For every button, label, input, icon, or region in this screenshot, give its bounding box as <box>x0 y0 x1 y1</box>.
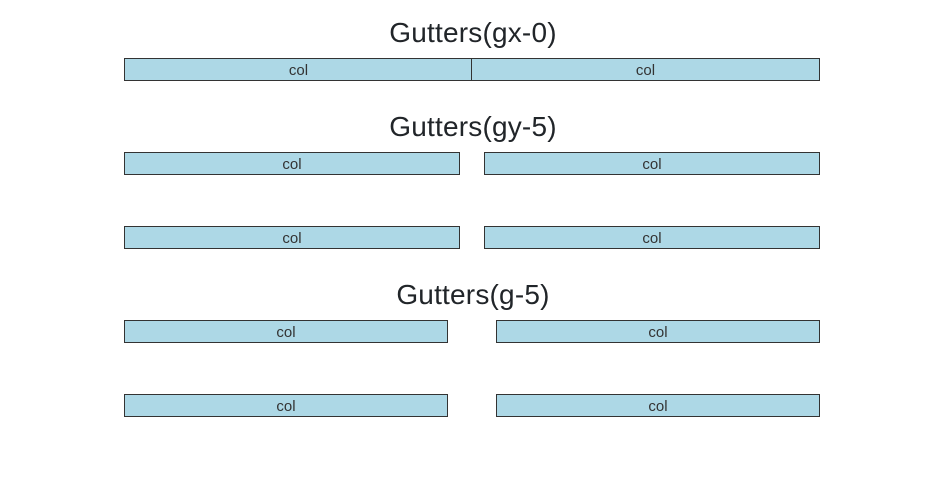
col-gy5-1: col <box>124 152 460 175</box>
col-gx0-2: col <box>471 58 820 81</box>
col-g5-1: col <box>124 320 448 343</box>
col-g5-4: col <box>496 394 820 417</box>
col-gy5-2: col <box>484 152 820 175</box>
col-gx0-1: col <box>124 58 473 81</box>
col-g5-3: col <box>124 394 448 417</box>
col-g5-2: col <box>496 320 820 343</box>
col-gy5-3: col <box>124 226 460 249</box>
section-title-gx-0: Gutters(gx-0) <box>389 17 557 48</box>
col-gy5-4: col <box>484 226 820 249</box>
section-title-gy-5: Gutters(gy-5) <box>389 111 557 142</box>
section-title-g-5: Gutters(g-5) <box>396 279 550 310</box>
